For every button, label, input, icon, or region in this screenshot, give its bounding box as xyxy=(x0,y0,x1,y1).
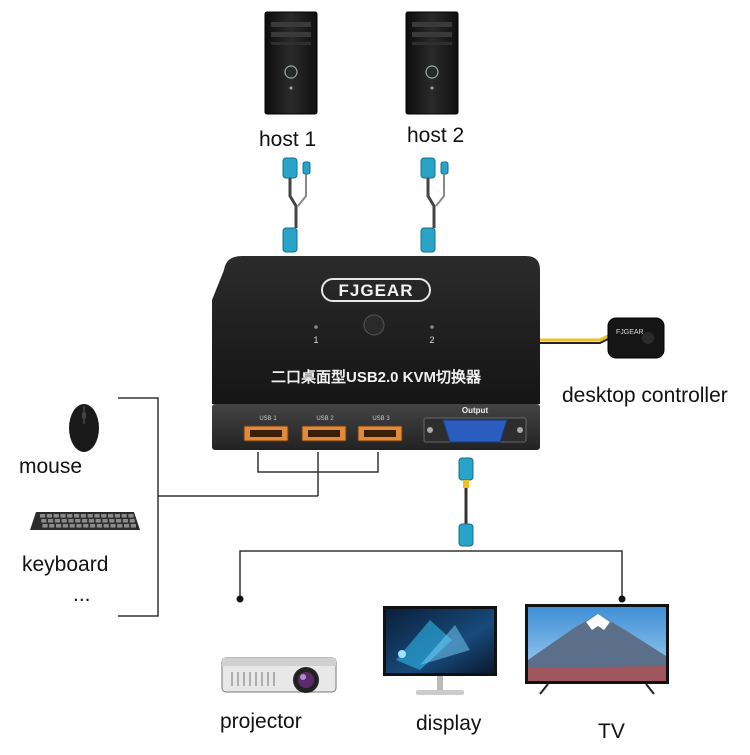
host-1-label: host 1 xyxy=(259,128,317,151)
keyboard-key xyxy=(67,514,73,518)
display-icon xyxy=(383,606,497,695)
keyboard-key xyxy=(76,524,82,528)
host-1-computer-icon xyxy=(264,11,318,115)
keyboard-key xyxy=(114,514,120,518)
output-connection-lines xyxy=(236,550,626,603)
host-2-label: host 2 xyxy=(407,124,465,147)
keyboard-key xyxy=(103,524,109,528)
host-1-cable-icon xyxy=(282,157,311,253)
keyboard-key xyxy=(110,524,116,528)
indicator-2-label: 2 xyxy=(429,335,434,345)
keyboard-key xyxy=(101,514,107,518)
keyboard-key xyxy=(56,524,62,528)
usb-port-1-label: USB 1 xyxy=(259,416,277,422)
display-label: display xyxy=(416,712,482,735)
keyboard-key xyxy=(69,524,75,528)
indicator-1-led xyxy=(314,325,318,329)
tv-label: TV xyxy=(598,720,625,743)
projector-icon xyxy=(221,657,337,693)
keyboard-key xyxy=(102,519,108,523)
model-text: 二口桌面型USB2.0 KVM切换器 xyxy=(271,368,482,386)
keyboard-key xyxy=(95,519,101,523)
keyboard-key xyxy=(117,524,123,528)
keyboard-key xyxy=(80,514,86,518)
host-2-cable-icon xyxy=(420,157,449,253)
keyboard-key xyxy=(108,514,114,518)
indicator-2-led xyxy=(430,325,434,329)
mouse-icon xyxy=(69,404,99,452)
keyboard-key xyxy=(121,514,127,518)
keyboard-key xyxy=(48,519,54,523)
keyboard-key xyxy=(46,514,52,518)
keyboard-key xyxy=(40,514,46,518)
keyboard-icon xyxy=(30,512,140,530)
keyboard-key xyxy=(41,519,47,523)
usb-port-2-label: USB 2 xyxy=(316,416,334,422)
keyboard-key xyxy=(122,519,128,523)
output-label: Output xyxy=(462,406,489,415)
keyboard-key xyxy=(124,524,130,528)
vga-output-port[interactable] xyxy=(442,419,508,443)
output-cable-icon xyxy=(458,457,474,547)
tv-icon xyxy=(525,604,669,695)
keyboard-key xyxy=(82,519,88,523)
keyboard-key xyxy=(42,524,48,528)
keyboard-key xyxy=(94,514,100,518)
keyboard-key xyxy=(96,524,102,528)
keyboard-key xyxy=(62,524,68,528)
keyboard-key xyxy=(75,519,81,523)
usb-port-3-label: USB 3 xyxy=(372,416,390,422)
keyboard-key xyxy=(49,524,55,528)
keyboard-key xyxy=(83,524,89,528)
projector-label: projector xyxy=(220,710,302,733)
keyboard-key xyxy=(128,514,134,518)
keyboard-key xyxy=(109,519,115,523)
keyboard-key xyxy=(54,519,60,523)
brand-logo-frame xyxy=(321,278,431,302)
keyboard-key xyxy=(88,519,94,523)
more-peripherals-label: ... xyxy=(73,583,91,606)
host-2-computer-icon xyxy=(405,11,459,115)
mouse-label: mouse xyxy=(19,455,83,478)
keyboard-key xyxy=(68,519,74,523)
keyboard-key xyxy=(116,519,122,523)
brand-logo-text: FJGEAR xyxy=(339,281,414,300)
desktop-controller-icon: FJGEAR xyxy=(538,317,665,359)
keyboard-key xyxy=(74,514,80,518)
desktop-controller-label: desktop controller xyxy=(562,384,728,407)
keyboard-key xyxy=(60,514,66,518)
usb-connection-lines xyxy=(118,397,379,617)
kvm-switch-device: FJGEAR 1 2 二口桌面型USB2.0 KVM切换器 USB 1 USB … xyxy=(212,256,540,450)
keyboard-key xyxy=(90,524,96,528)
indicator-1-label: 1 xyxy=(313,335,318,345)
keyboard-key xyxy=(61,519,67,523)
keyboard-key xyxy=(130,524,136,528)
keyboard-label: keyboard xyxy=(22,553,109,576)
switch-button[interactable] xyxy=(363,314,385,336)
keyboard-key xyxy=(53,514,59,518)
keyboard-key xyxy=(87,514,93,518)
keyboard-key xyxy=(129,519,135,523)
controller-brand-text: FJGEAR xyxy=(616,329,644,336)
